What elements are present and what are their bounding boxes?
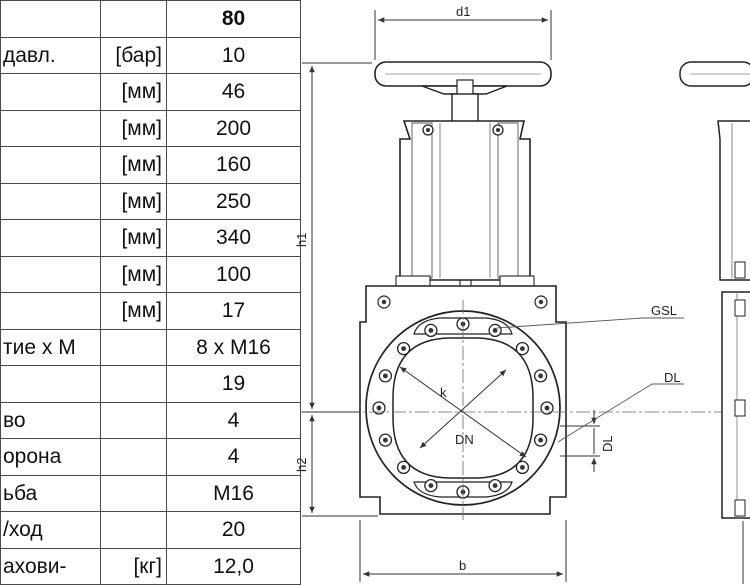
row-unit-cell: [100, 511, 167, 549]
row-unit-cell: [мм]: [100, 292, 167, 330]
table-row: 19: [0, 365, 301, 403]
row-label-cell: [0, 146, 101, 184]
bolt-hole-center: [520, 465, 525, 470]
spec-table: 80 давл.[бар]10[мм]46[мм]200[мм]160[мм]2…: [0, 0, 301, 585]
spec-table-body: 80 давл.[бар]10[мм]46[мм]200[мм]160[мм]2…: [0, 0, 301, 585]
handwheel: [374, 61, 552, 95]
bolt-hole-center: [401, 346, 406, 351]
row-value-cell: 20: [166, 511, 301, 549]
row-value-cell: 12,0: [166, 547, 301, 585]
bolt-circle: [372, 317, 554, 499]
d1-label: d1: [456, 4, 470, 19]
row-label-cell: [0, 219, 101, 257]
row-unit-cell: [100, 401, 167, 439]
yoke: [395, 120, 535, 302]
row-value-cell: М16: [166, 474, 301, 512]
row-value-cell: 4: [166, 401, 301, 439]
bolt-hole-center: [383, 373, 388, 379]
dl-callout-label: DL: [664, 370, 681, 385]
row-label-cell: ьба: [0, 474, 101, 512]
bolt-hole-center: [520, 346, 525, 351]
dimensions: [302, 10, 600, 582]
bolt-hole-center: [538, 373, 543, 379]
table-row: орона 4: [0, 438, 301, 476]
table-row: /ход 20: [0, 511, 301, 549]
table-row: во 4: [0, 401, 301, 439]
table-row: ахови-[кг]12,0: [0, 547, 301, 585]
bolt-hole-center: [538, 437, 543, 443]
bolt-hole-center: [401, 465, 406, 470]
row-value-cell: 4: [166, 438, 301, 476]
bolt-hole-center: [428, 328, 434, 333]
row-value-cell: 46: [166, 73, 301, 111]
side-view: [679, 61, 750, 584]
bolt-hole-center: [492, 328, 498, 333]
row-label-cell: [0, 365, 101, 403]
row-unit-cell: [кг]: [100, 547, 167, 585]
table-row: [мм]160: [0, 146, 301, 184]
bolt-hole-center: [544, 405, 550, 411]
callout-leaders: [496, 317, 684, 443]
bolt-hole-center: [376, 405, 382, 411]
row-unit-cell: [бар]: [100, 36, 167, 74]
table-row: [мм]250: [0, 182, 301, 220]
bolt-hole-center: [492, 483, 498, 488]
table-row: давл.[бар]10: [0, 36, 301, 74]
k-label: k: [440, 385, 447, 400]
dl-dimension-label: DL: [600, 435, 615, 452]
row-unit-cell: [мм]: [100, 182, 167, 220]
row-label-cell: орона: [0, 438, 101, 476]
row-value-cell: 250: [166, 182, 301, 220]
row-label-cell: [0, 182, 101, 220]
row-value-cell: 160: [166, 146, 301, 184]
h2-label: h2: [294, 458, 309, 472]
bolt-hole-center: [383, 437, 388, 443]
row-value-cell: 10: [166, 36, 301, 74]
dn-label: DN: [455, 432, 474, 447]
drawing-labels: d1 h1 h2 b k DN GSL DL DL: [294, 4, 681, 573]
bolt-hole-center: [428, 483, 434, 488]
row-value-cell: 8 х М16: [166, 328, 301, 366]
row-label-cell: давл.: [0, 36, 101, 74]
row-label-cell: во: [0, 401, 101, 439]
row-value-cell: 340: [166, 219, 301, 257]
row-unit-cell: [мм]: [100, 109, 167, 147]
row-label-cell: /ход: [0, 511, 101, 549]
row-value-cell: 100: [166, 255, 301, 293]
header-value-cell: 80: [166, 0, 301, 38]
gsl-label: GSL: [651, 303, 677, 318]
row-label-cell: ахови-: [0, 547, 101, 585]
h1-label: h1: [294, 233, 309, 247]
b-label: b: [459, 558, 466, 573]
